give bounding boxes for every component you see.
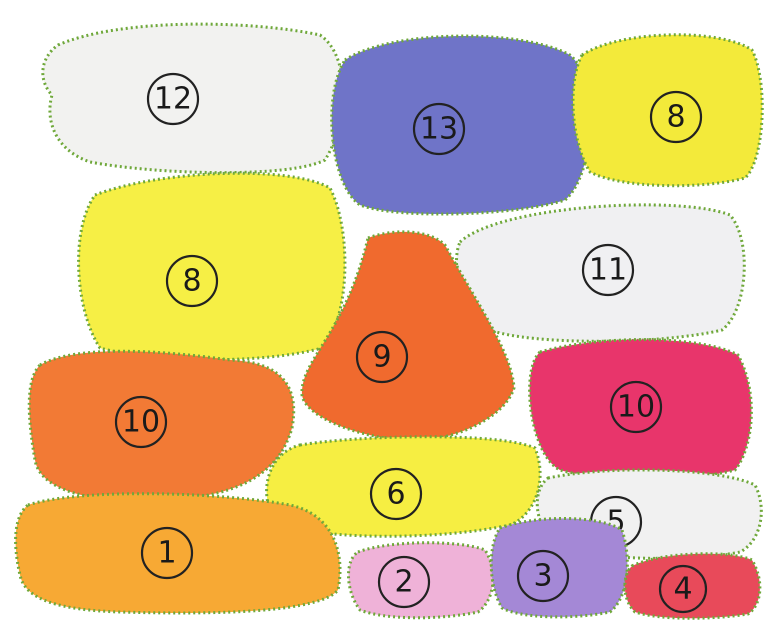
patch-7-number: 10 <box>122 405 160 440</box>
patch-13-number: 13 <box>420 112 458 147</box>
patch-1-number: 1 <box>157 536 176 571</box>
patch-8-top: 8 <box>573 35 762 186</box>
patch-2: 2 <box>348 543 493 618</box>
patch-8-middle-number: 8 <box>182 264 201 299</box>
patch-3-number: 3 <box>533 559 552 594</box>
patch-13: 13 <box>332 36 590 214</box>
patch-1-area <box>16 494 340 613</box>
patch-12: 12 <box>43 24 343 173</box>
patch-1: 1 <box>16 494 340 613</box>
patch-4-number: 4 <box>673 572 692 607</box>
patch-8-middle: 8 <box>79 173 345 359</box>
patch-11-number: 11 <box>589 253 627 288</box>
patch-10: 10 <box>530 340 752 479</box>
patch-9-number: 9 <box>372 340 391 375</box>
patch-2-number: 2 <box>394 565 413 600</box>
patch-12-area <box>43 24 343 173</box>
patch-3: 3 <box>491 518 627 616</box>
patch-6-number: 6 <box>386 477 405 512</box>
patch-11: 11 <box>457 205 745 341</box>
patch-7-area <box>29 351 293 501</box>
patch-13-area <box>332 36 590 214</box>
patch-10-number: 10 <box>617 390 655 425</box>
patch-12-number: 12 <box>154 82 192 117</box>
patch-7: 10 <box>29 351 293 501</box>
patch-4: 4 <box>625 554 760 619</box>
patch-3-area <box>491 518 627 616</box>
patch-8-top-number: 8 <box>666 100 685 135</box>
patch-2-area <box>348 543 493 618</box>
